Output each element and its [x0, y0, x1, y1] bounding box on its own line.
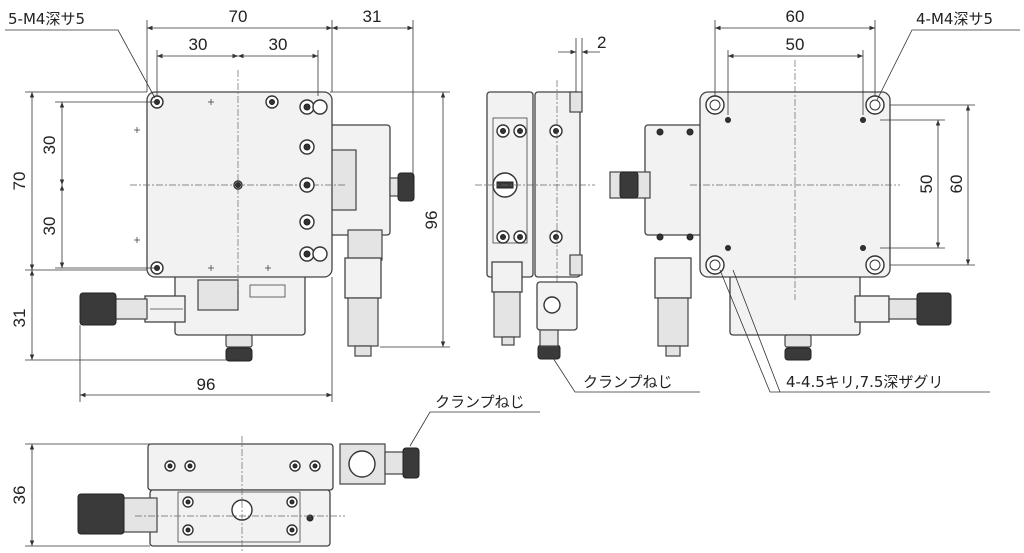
front-view	[25, 411, 540, 553]
dim-top-30-left: 30	[189, 35, 208, 54]
note-counterbore: 4-4.5キリ,7.5深ザグリ	[786, 373, 943, 391]
dim-right-50-side: 50	[917, 175, 936, 194]
dim-top-31: 31	[363, 7, 382, 26]
dim-front-36: 36	[10, 486, 29, 505]
dim-top-30-right: 30	[269, 35, 288, 54]
top-view-dimensions	[25, 20, 450, 402]
note-5-m4: 5-M4深サ5	[8, 10, 85, 28]
right-view	[609, 20, 1020, 393]
note-4-m4: 4-M4深サ5	[916, 10, 993, 28]
dim-left-30-upper: 30	[40, 136, 59, 155]
dim-top-70: 70	[229, 7, 248, 26]
dim-bottom-96: 96	[197, 375, 216, 394]
dim-right-50-top: 50	[786, 35, 805, 54]
note-clamp-side: クランプねじ	[583, 373, 673, 391]
dim-left-30-lower: 30	[40, 217, 59, 236]
top-view	[5, 29, 415, 362]
note-clamp-front: クランプねじ	[435, 393, 525, 411]
side-view	[475, 38, 700, 393]
dim-right-60-side: 60	[947, 175, 966, 194]
dim-left-31: 31	[10, 309, 29, 328]
dim-left-70: 70	[10, 172, 29, 191]
dim-right-60-top: 60	[786, 7, 805, 26]
dim-right-96: 96	[422, 211, 441, 230]
dim-side-2: 2	[597, 33, 606, 52]
